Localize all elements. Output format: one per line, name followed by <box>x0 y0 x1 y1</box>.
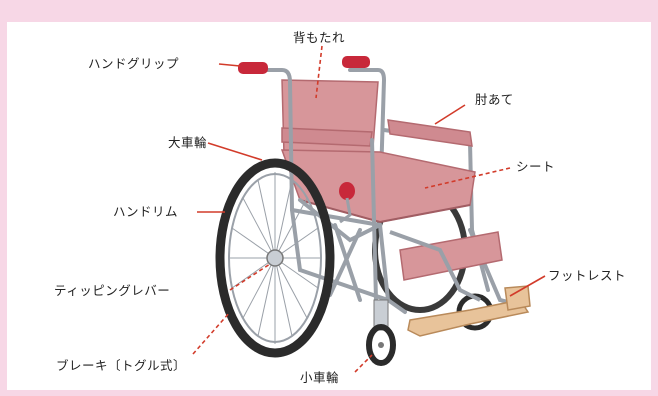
label-hand-rim: ハンドリム <box>113 204 178 219</box>
near-caster-icon <box>366 299 396 366</box>
leader-lines <box>192 45 546 373</box>
footplate <box>407 299 530 337</box>
label-tipping-lever: ティッピングレバー <box>54 283 170 298</box>
label-brake: ブレーキ〔トグル式〕 <box>56 358 186 373</box>
armrest-pad <box>387 119 473 147</box>
hand-grip-right <box>342 56 370 68</box>
wheelchair-illustration <box>215 56 531 366</box>
backrest-panel <box>281 79 379 161</box>
brake-knob <box>339 182 355 200</box>
label-footrest: フットレスト <box>548 268 626 283</box>
label-large-wheel: 大車輪 <box>168 135 207 150</box>
label-caster: 小車輪 <box>300 370 339 385</box>
label-backrest: 背もたれ <box>293 30 345 45</box>
near-large-wheel-icon <box>215 158 335 358</box>
label-armrest: 肘あて <box>475 92 514 107</box>
label-seat: シート <box>516 159 555 174</box>
leg-rest <box>399 231 503 281</box>
hand-grip-left <box>238 62 268 74</box>
label-hand-grip: ハンドグリップ <box>88 56 179 71</box>
